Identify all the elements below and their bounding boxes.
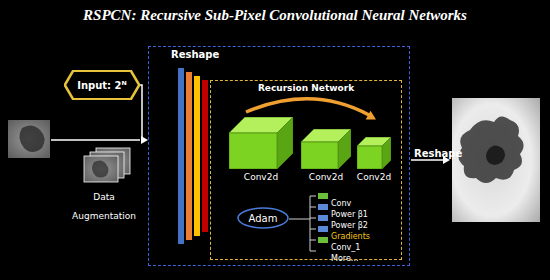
hexagon-shape <box>65 71 139 100</box>
reshape-bar <box>202 80 208 232</box>
connector-line <box>140 85 142 140</box>
tensor-name: Power β1 <box>331 210 368 219</box>
cube-side <box>338 129 351 169</box>
cube-front <box>357 146 382 169</box>
tree-line <box>310 196 316 197</box>
cube-shape <box>301 129 351 169</box>
connector-arrowhead <box>141 136 148 144</box>
block-label: Conv2d <box>333 172 415 182</box>
block-label: Conv2d <box>205 172 317 182</box>
frame-heading: Recursion Network <box>211 81 401 93</box>
tree-line <box>289 219 310 220</box>
cube-front <box>229 133 277 169</box>
reshape-bar <box>186 72 192 240</box>
output-image <box>452 98 540 222</box>
cube-shape <box>229 117 293 169</box>
cube-front <box>301 142 338 169</box>
reshape-bar <box>178 68 184 244</box>
conv-block: Conv2d <box>357 137 391 182</box>
tree-line <box>310 207 316 208</box>
tree-line <box>310 240 316 241</box>
conv-block: Conv2d <box>301 129 351 182</box>
step-label: Reshape <box>414 148 462 159</box>
label-holder: Conv <box>331 191 351 210</box>
recursion-frame: Recursion NetworkConv2dConv2dConv2dAdam <box>210 80 402 260</box>
input-image <box>8 120 50 158</box>
image-texture <box>458 116 523 183</box>
label-holder: Data Augmentation <box>72 185 136 223</box>
recursion-arc <box>246 99 369 115</box>
tree-line <box>310 196 311 251</box>
network-frame: ReshapeRecursion NetworkConv2dConv2dConv… <box>148 46 410 266</box>
oval-shape <box>238 208 288 228</box>
tensor-name: More... <box>331 254 358 263</box>
title-bar: RSPCN: Recursive Sub-Pixel Convolutional… <box>0 5 550 24</box>
image-texture <box>486 145 505 165</box>
cube-shape <box>357 137 391 169</box>
tensor-icon <box>318 193 328 199</box>
node-label: Input: 2ᴺ <box>77 80 127 91</box>
augmentation-label: Data Augmentation <box>72 192 136 221</box>
tree-line <box>310 229 316 230</box>
tree-line <box>310 251 316 252</box>
tensor-icon <box>318 204 328 210</box>
cube-side <box>382 137 391 169</box>
input-hexagon: Input: 2ᴺ <box>64 70 140 100</box>
tensor-icon <box>318 237 328 243</box>
augmented-image <box>84 156 118 182</box>
tensor-name: Power β2 <box>331 221 368 230</box>
tensor-name: Gradients <box>331 232 370 241</box>
recursion-arrowhead <box>366 111 376 120</box>
tensor-name: Conv_1 <box>331 243 360 252</box>
optimizer-oval: Adam <box>237 207 289 229</box>
frame-heading: Reshape <box>149 47 409 60</box>
tree-line <box>310 218 316 219</box>
node-label: Adam <box>249 213 278 224</box>
cube-side <box>277 117 293 169</box>
tensor-icon <box>318 226 328 232</box>
tensor-icon <box>318 215 328 221</box>
reshape-bar <box>194 76 200 236</box>
conv-block: Conv2d <box>229 117 293 182</box>
flow-line <box>51 139 140 141</box>
connector <box>140 85 148 144</box>
image-texture <box>19 125 44 152</box>
flow-line <box>411 159 444 161</box>
diagram-title: RSPCN: Recursive Sub-Pixel Convolutional… <box>83 7 467 24</box>
tensor-name: Conv <box>331 199 351 208</box>
image-texture <box>92 160 109 177</box>
label-holder: Reshape <box>414 142 462 161</box>
